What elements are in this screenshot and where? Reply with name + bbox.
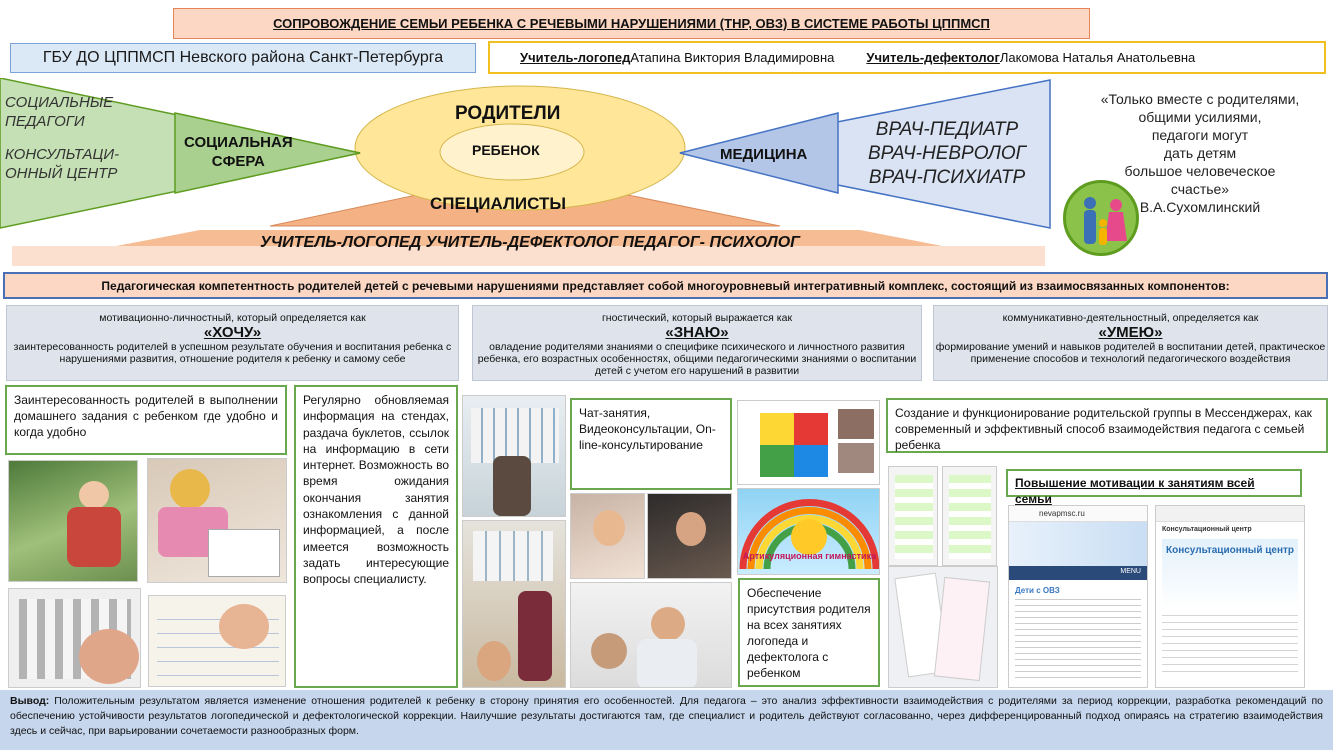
teacher2-role: Учитель-дефектолог xyxy=(866,50,1000,65)
homework-box: Заинтересованность родителей в выполнени… xyxy=(5,385,287,455)
photo-chat-screenshot-1 xyxy=(888,466,938,566)
quote-author: В.А.Сухомлинский xyxy=(1139,199,1261,215)
child-label: РЕБЕНОК xyxy=(472,142,540,158)
social-sphere-label: СОЦИАЛЬНАЯ СФЕРА xyxy=(184,134,293,170)
teacher1-role: Учитель-логопед xyxy=(520,50,631,65)
child-ellipse xyxy=(439,123,585,181)
conclusion-text: Положительным результатом является измен… xyxy=(10,695,1323,737)
teacher2-name: Лакомова Наталья Анатольевна xyxy=(999,50,1196,65)
medicine-wedge xyxy=(679,112,839,194)
chat-box: Чат-занятия, Видеоконсультации, On-line-… xyxy=(570,398,732,490)
rainbow-caption: Артикуляционная гимнастика xyxy=(742,551,877,561)
component-can: коммуникативно-деятельностный, определяе… xyxy=(933,305,1328,381)
photo-info-stand xyxy=(462,395,566,517)
medicine-outer-wing xyxy=(679,79,1051,229)
messenger-box: Создание и функционирование родительской… xyxy=(886,398,1328,453)
phone1-url: nevapmsc.ru xyxy=(1009,506,1147,522)
info-box: Регулярно обновляемая информация на стен… xyxy=(294,385,458,688)
family-icon xyxy=(1063,180,1139,256)
photo-booklets xyxy=(888,566,998,688)
photo-child-cards xyxy=(147,458,287,583)
photo-waiting-room xyxy=(462,520,566,688)
quote: «Только вместе с родителями, общими усил… xyxy=(1090,90,1310,216)
specialists-band xyxy=(12,246,1045,266)
organization-label: ГБУ ДО ЦППМСП Невского района Санкт-Пете… xyxy=(10,43,476,73)
phone2-banner: Консультационный центр xyxy=(1162,539,1298,609)
phone1-section: Дети с ОВЗ xyxy=(1015,586,1060,595)
page-title: СОПРОВОЖДЕНИЕ СЕМЬИ РЕБЕНКА С РЕЧЕВЫМИ Н… xyxy=(173,8,1090,39)
presence-box: Обеспечение присутствия родителя на всех… xyxy=(738,578,880,687)
photo-articulation-gymnastics: Артикуляционная гимнастика xyxy=(737,488,880,575)
competence-banner: Педагогическая компетентность родителей … xyxy=(3,272,1328,299)
phone1-menu: MENU xyxy=(1009,566,1147,580)
component-know: гностический, который выражается как «ЗН… xyxy=(472,305,922,381)
social-left-text: СОЦИАЛЬНЫЕ ПЕДАГОГИ КОНСУЛЬТАЦИ- ОННЫЙ Ц… xyxy=(5,94,120,182)
medicine-label: МЕДИЦИНА xyxy=(720,146,808,163)
phone-screenshot-website: nevapmsc.ru MENU Дети с ОВЗ xyxy=(1008,505,1148,688)
specialists-list: УЧИТЕЛЬ-ЛОГОПЕД УЧИТЕЛЬ-ДЕФЕКТОЛОГ ПЕДАГ… xyxy=(260,234,800,251)
support-diagram: СОЦИАЛЬНЫЕ ПЕДАГОГИ КОНСУЛЬТАЦИ- ОННЫЙ Ц… xyxy=(0,78,1060,268)
conclusion: Вывод: Положительным результатом являетс… xyxy=(0,690,1333,750)
photo-session xyxy=(570,582,732,688)
specialists-label: СПЕЦИАЛИСТЫ xyxy=(430,194,566,213)
photo-child-outdoor xyxy=(8,460,138,582)
photo-video-call-1 xyxy=(570,493,645,579)
teacher1-name: Атапина Виктория Владимировна xyxy=(630,50,835,65)
phone2-title: Консультационный центр xyxy=(1162,526,1252,533)
teachers-info: Учитель-логопед Атапина Виктория Владими… xyxy=(488,41,1326,74)
component-want: мотивационно-личностный, который определ… xyxy=(6,305,459,381)
photo-chat-screenshot-2 xyxy=(942,466,997,566)
photo-handwriting xyxy=(148,595,286,687)
doctors-list: ВРАЧ-ПЕДИАТР ВРАЧ-НЕВРОЛОГ ВРАЧ-ПСИХИАТР xyxy=(868,119,1026,188)
diagram-shapes xyxy=(0,78,1051,266)
social-sphere-wedge xyxy=(174,112,361,194)
photo-online-lesson xyxy=(737,400,880,485)
conclusion-label: Вывод: xyxy=(10,695,50,707)
motivation-box: Повышение мотивации к занятиям всей семь… xyxy=(1006,469,1302,506)
parents-label: РОДИТЕЛИ xyxy=(455,103,561,124)
photo-worksheet xyxy=(8,588,141,688)
photo-video-call-2 xyxy=(647,493,732,579)
phone-screenshot-messenger: Консультационный центр Консультационный … xyxy=(1155,505,1305,688)
